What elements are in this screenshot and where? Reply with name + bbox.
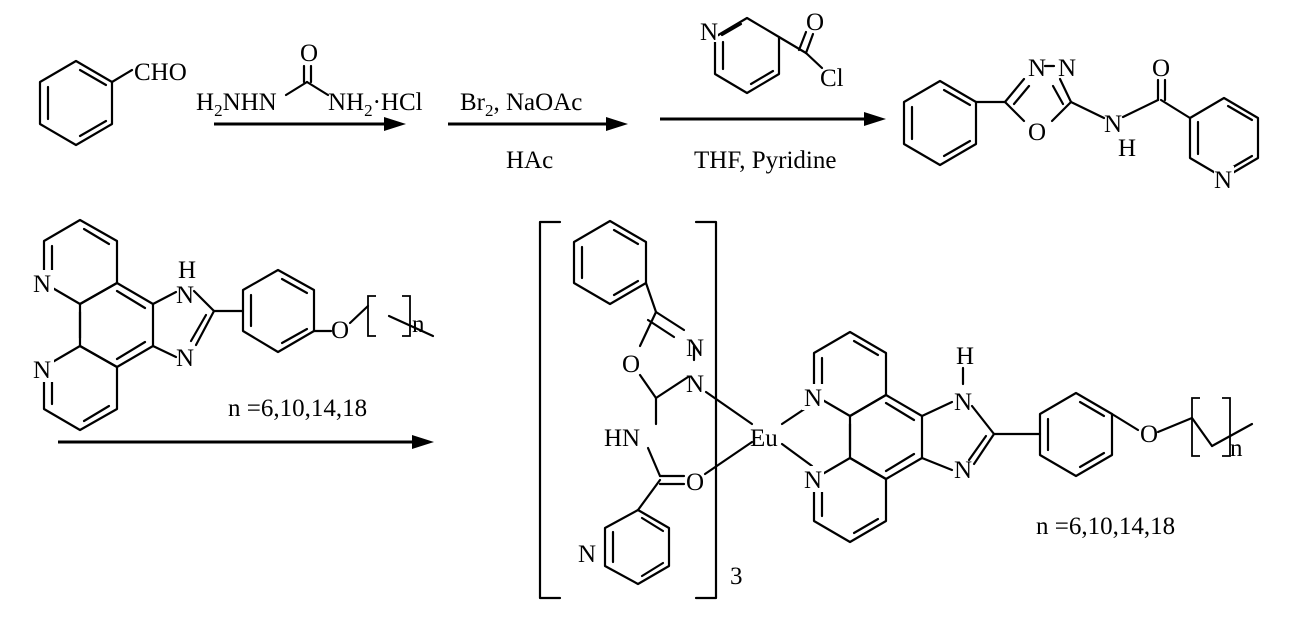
step2-hac: HAc bbox=[506, 147, 553, 174]
svg-text:H2NHN: H2NHN bbox=[196, 89, 277, 120]
svg-text:Br2, NaOAc: Br2, NaOAc bbox=[460, 89, 582, 120]
acyl-oxygen: O bbox=[806, 9, 824, 36]
semicarbazide-structure: O H2NHN NH2·HCl bbox=[196, 40, 423, 120]
p1-amide-h: H bbox=[1118, 135, 1136, 162]
left-bracket bbox=[538, 220, 562, 600]
ligand-n-values: n =6,10,14,18 bbox=[228, 395, 367, 422]
complex-pyridine-n: N bbox=[578, 541, 596, 568]
ligand-n-bottom: N bbox=[33, 357, 51, 384]
p1-amide-n: N bbox=[1104, 111, 1122, 138]
p1-ring-o: O bbox=[1028, 119, 1046, 146]
complex-ether-o: O bbox=[1140, 421, 1158, 448]
semicarbazide-h2nhn-sub: 2 bbox=[214, 101, 223, 120]
semicarbazide-oxygen: O bbox=[300, 40, 318, 67]
complex-eu: Eu bbox=[750, 425, 778, 452]
complex-im-n: N bbox=[954, 457, 972, 484]
step2-br: Br bbox=[460, 89, 486, 116]
complex-oxa-n2: N bbox=[686, 371, 704, 398]
ligand-ether-o: O bbox=[331, 317, 349, 344]
right-bracket bbox=[694, 220, 718, 600]
step3-conditions: THF, Pyridine bbox=[694, 147, 836, 174]
complex-hn: HN bbox=[604, 425, 640, 452]
ligand-n-top: N bbox=[33, 271, 51, 298]
ligand-nh-h: H bbox=[178, 257, 196, 284]
p1-pyridine-n: N bbox=[1214, 167, 1232, 194]
complex-chain-n: n bbox=[1230, 435, 1243, 462]
nicotinoyl-chloride-structure: N O Cl bbox=[700, 9, 844, 95]
ligand-nh-n: N bbox=[176, 282, 194, 309]
acyl-pyridine-n: N bbox=[700, 19, 718, 46]
semicarbazide-hcl: ·HCl bbox=[373, 89, 423, 116]
p1-ring-n2: N bbox=[1058, 55, 1076, 82]
p1-carbonyl-o: O bbox=[1152, 55, 1170, 82]
oxadiazole-amide-product: N N O N H O N bbox=[902, 55, 1260, 194]
complex-carbonyl-o: O bbox=[686, 469, 704, 496]
p1-ring-n1: N bbox=[1028, 55, 1046, 82]
complex-phen-n-top: N bbox=[804, 385, 822, 412]
aldehyde-label: CHO bbox=[134, 59, 187, 86]
step2-br-sub: 2 bbox=[485, 101, 494, 120]
ligand-chain-n: n bbox=[412, 311, 425, 338]
complex-n-values: n =6,10,14,18 bbox=[1036, 513, 1175, 540]
benzaldehyde-structure: CHO bbox=[38, 59, 187, 147]
ligand-im-n: N bbox=[176, 345, 194, 372]
complex-im-h: H bbox=[956, 343, 974, 370]
step2-naoac: , NaOAc bbox=[494, 89, 583, 116]
complex-im-nh: N bbox=[954, 389, 972, 416]
reaction-arrow-3: THF, Pyridine bbox=[660, 112, 886, 174]
reaction-arrow-1 bbox=[214, 117, 406, 131]
complex-bracket-count: 3 bbox=[730, 563, 743, 590]
semicarbazide-h2nhn-rest: NHN bbox=[223, 89, 277, 116]
complex-phen-n-bottom: N bbox=[804, 467, 822, 494]
semicarbazide-h2nhn-h: H bbox=[196, 89, 214, 116]
europium-complex: 3 N N O HN O N Eu bbox=[538, 219, 1254, 600]
reaction-arrow-2: Br2, NaOAc HAc bbox=[448, 89, 628, 174]
reaction-arrow-4 bbox=[58, 435, 434, 449]
complex-oxa-n1: N bbox=[686, 335, 704, 362]
complex-oxa-o: O bbox=[622, 351, 640, 378]
acyl-chloride: Cl bbox=[820, 65, 844, 92]
semicarbazide-nh2-nh: NH bbox=[328, 89, 364, 116]
svg-text:NH2·HCl: NH2·HCl bbox=[328, 89, 423, 120]
semicarbazide-nh2-sub: 2 bbox=[364, 101, 373, 120]
phenanthroline-imidazole-ligand: N N H N N O n n =6,10,14,18 bbox=[32, 218, 435, 432]
